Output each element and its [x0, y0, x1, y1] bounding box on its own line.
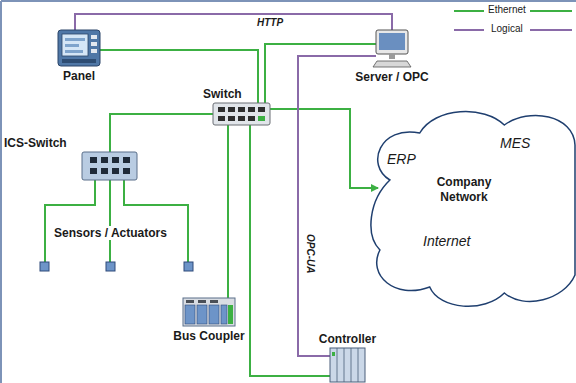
ics-switch-icon [82, 152, 137, 180]
ethernet-link [110, 114, 213, 152]
legend-text: Logical [491, 23, 523, 34]
controller-plc: Controller [330, 348, 365, 382]
device-label: Bus Coupler [173, 329, 244, 343]
bus-coupler-icon [183, 298, 235, 326]
ethernet-link [227, 125, 229, 298]
device-label: Server / OPC [355, 70, 428, 84]
controller-plc-icon [330, 348, 365, 382]
network-cloud: MES ERP Company NetworkInternet [365, 105, 575, 310]
bus-coupler: Bus Coupler [183, 298, 235, 326]
server-pc: Server / OPC [373, 30, 411, 67]
network-cloud-icon [365, 105, 575, 310]
network-zone: ERP [387, 151, 416, 167]
ethernet-link [270, 109, 378, 188]
network-title: Company Network [421, 175, 507, 205]
panel-device-icon [58, 30, 100, 66]
network-zone: MES [500, 135, 530, 151]
group-label: Sensors / Actuators [52, 226, 169, 240]
logical-link [75, 14, 392, 30]
server-pc-icon [373, 30, 411, 67]
device-label: Switch [203, 87, 242, 101]
ethernet-switch: Switch [213, 103, 270, 125]
network-zone: Internet [423, 233, 470, 249]
ics-switch: ICS-Switch [82, 152, 137, 180]
device-label: Controller [319, 332, 376, 346]
device-label: Panel [63, 69, 95, 83]
device-label: ICS-Switch [4, 136, 67, 150]
logical-link [298, 56, 376, 356]
protocol-label: OPC-UA [305, 232, 316, 275]
ethernet-switch-icon [213, 103, 270, 125]
ethernet-link [250, 125, 330, 376]
legend-text: Ethernet [488, 4, 526, 15]
ethernet-link [100, 50, 258, 103]
panel-device: Panel [58, 30, 100, 66]
protocol-label: HTTP [255, 17, 285, 28]
